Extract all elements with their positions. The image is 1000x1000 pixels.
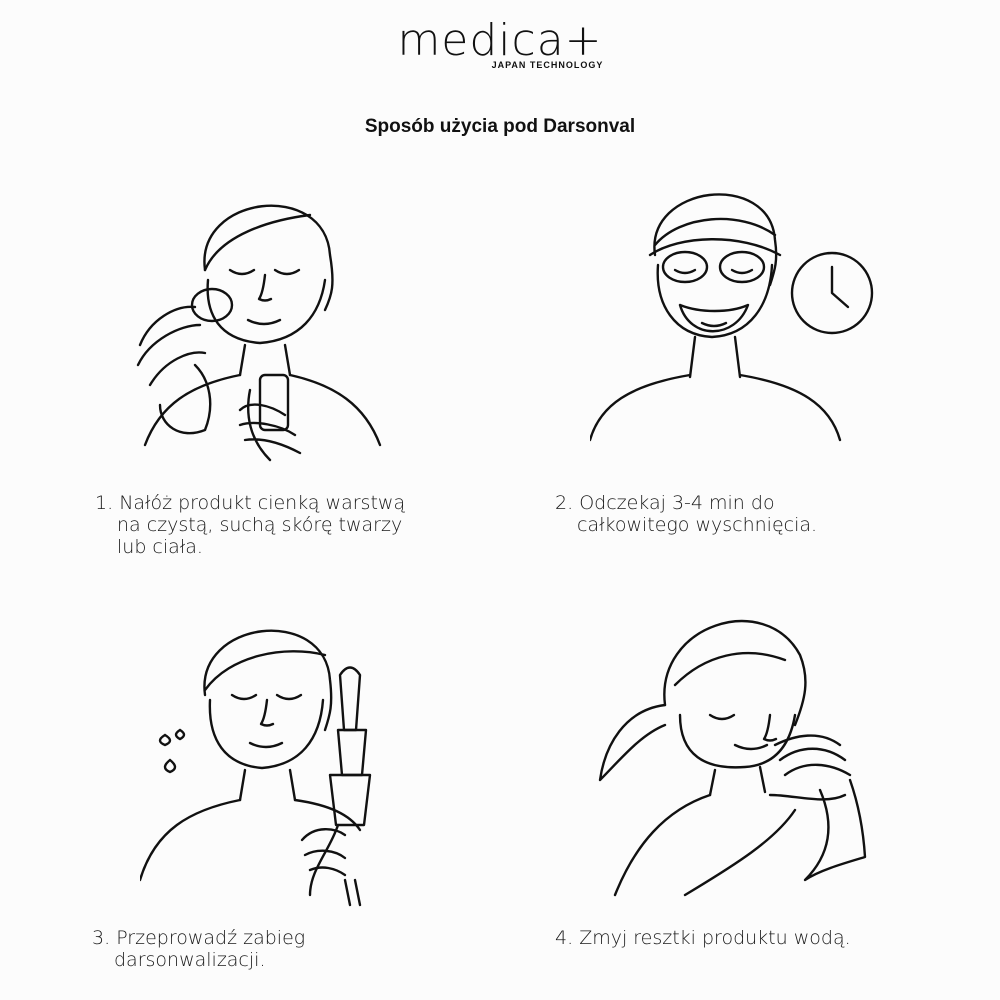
step-4-number: 4. bbox=[555, 927, 574, 949]
brand-name: medica+ bbox=[397, 15, 603, 66]
step-1-line-3: lub ciała. bbox=[117, 536, 203, 558]
woman-applying-product-icon bbox=[120, 175, 410, 465]
step-4-line-1: Zmyj resztki produktu wodą. bbox=[579, 927, 851, 949]
step-2-number: 2. bbox=[555, 492, 574, 514]
step-2-caption: 2. Odczekaj 3-4 min do całkowitego wysch… bbox=[555, 492, 817, 536]
step-3-caption: 3. Przeprowadź zabieg darsonwalizacji. bbox=[92, 927, 305, 971]
step-1-line-1: Nałóż produkt cienką warstwą bbox=[119, 492, 406, 514]
step-1-line-2: na czystą, suchą skórę twarzy bbox=[117, 514, 403, 536]
woman-washing-face-towel-icon bbox=[595, 595, 895, 905]
step-3-line-2: darsonwalizacji. bbox=[114, 949, 266, 971]
step-3-line-1: Przeprowadź zabieg bbox=[116, 927, 306, 949]
step-4-caption: 4. Zmyj resztki produktu wodą. bbox=[555, 927, 851, 949]
brand-tagline: JAPAN TECHNOLOGY bbox=[491, 60, 604, 70]
step-1-number: 1. bbox=[95, 492, 114, 514]
step-2-line-1: Odczekaj 3-4 min do bbox=[579, 492, 775, 514]
woman-darsonval-device-icon bbox=[140, 600, 420, 910]
step-1-caption: 1. Nałóż produkt cienką warstwą na czyst… bbox=[95, 492, 405, 558]
woman-face-mask-clock-icon bbox=[590, 175, 890, 455]
step-3-number: 3. bbox=[92, 927, 111, 949]
page-title: Sposób użycia pod Darsonval bbox=[364, 116, 636, 137]
step-2-line-2: całkowitego wyschnięcia. bbox=[577, 514, 818, 536]
brand-logo: medica+ JAPAN TECHNOLOGY bbox=[0, 15, 1000, 71]
